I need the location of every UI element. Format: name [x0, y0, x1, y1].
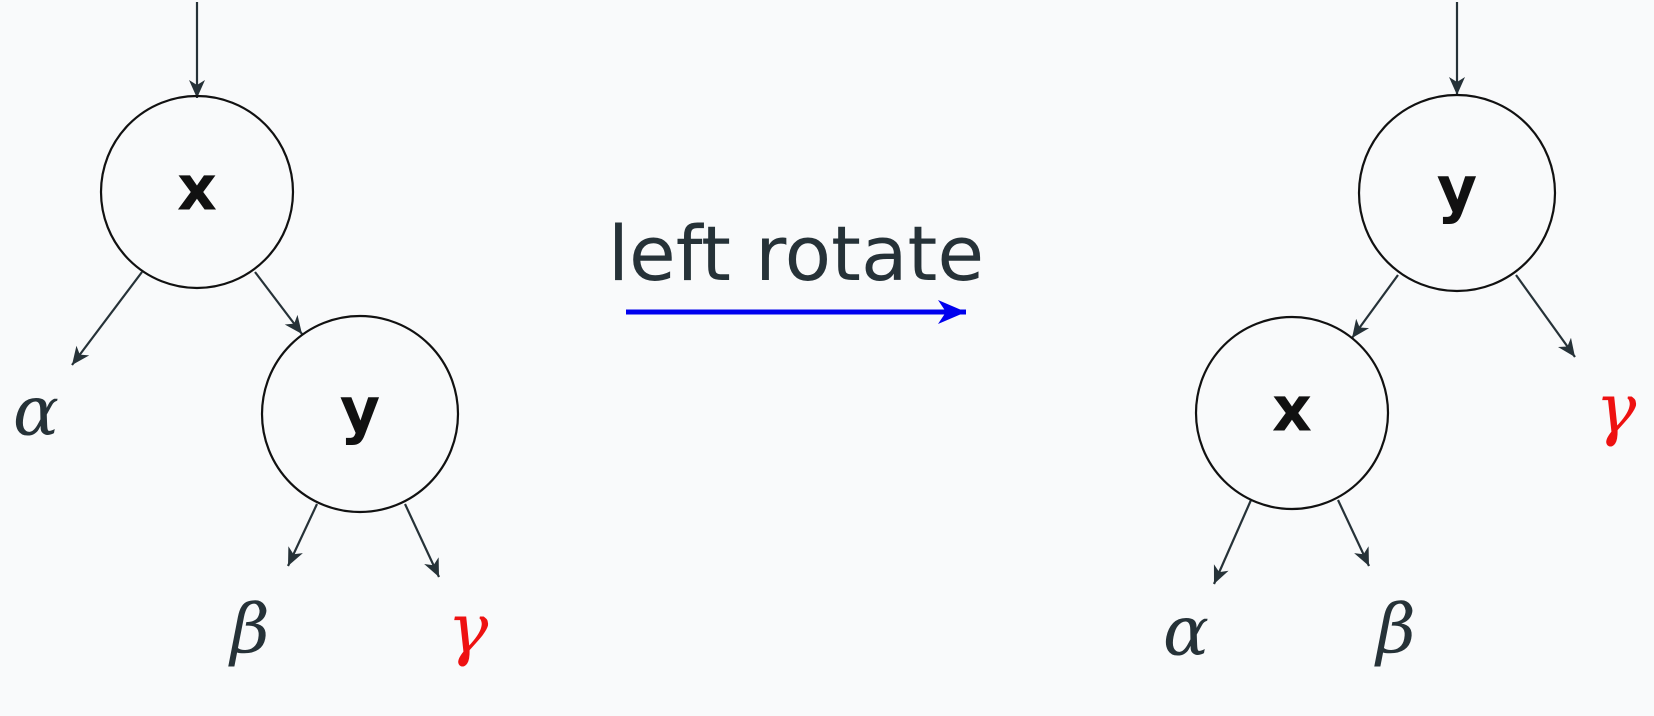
after-subtree-beta: β [1373, 591, 1415, 670]
after-edge-x-alpha [1212, 499, 1253, 585]
before-edge-y-beta [287, 503, 318, 567]
node-label: x [1272, 373, 1312, 446]
before-node-x: x [99, 94, 295, 290]
operation: left rotate [608, 209, 984, 324]
after-edge-x-beta [1337, 499, 1370, 567]
node-label: x [177, 152, 217, 225]
after-node-x: x [1194, 315, 1390, 511]
before-subtree-alpha: α [13, 373, 59, 452]
after-node-y: y [1357, 93, 1557, 293]
after-edge-y-gamma [1515, 274, 1576, 358]
after-subtree-gamma: γ [1596, 371, 1637, 450]
node-circle [1357, 93, 1557, 293]
node-circle [1194, 315, 1390, 511]
before-tree: x y α β γ [13, 2, 489, 670]
before-edge-x-alpha [71, 271, 143, 366]
before-edge-y-gamma [404, 503, 440, 578]
node-circle [260, 314, 460, 514]
before-subtree-gamma: γ [448, 591, 489, 670]
node-circle [99, 94, 295, 290]
node-label: y [1437, 153, 1477, 226]
operation-label: left rotate [608, 209, 984, 298]
node-label: y [340, 374, 380, 447]
before-subtree-beta: β [227, 591, 269, 670]
after-edge-y-x [1351, 274, 1399, 339]
after-tree: y x α β γ [1163, 2, 1637, 672]
after-subtree-alpha: α [1163, 593, 1209, 672]
before-edge-x-y [254, 271, 303, 335]
before-node-y: y [260, 314, 460, 514]
